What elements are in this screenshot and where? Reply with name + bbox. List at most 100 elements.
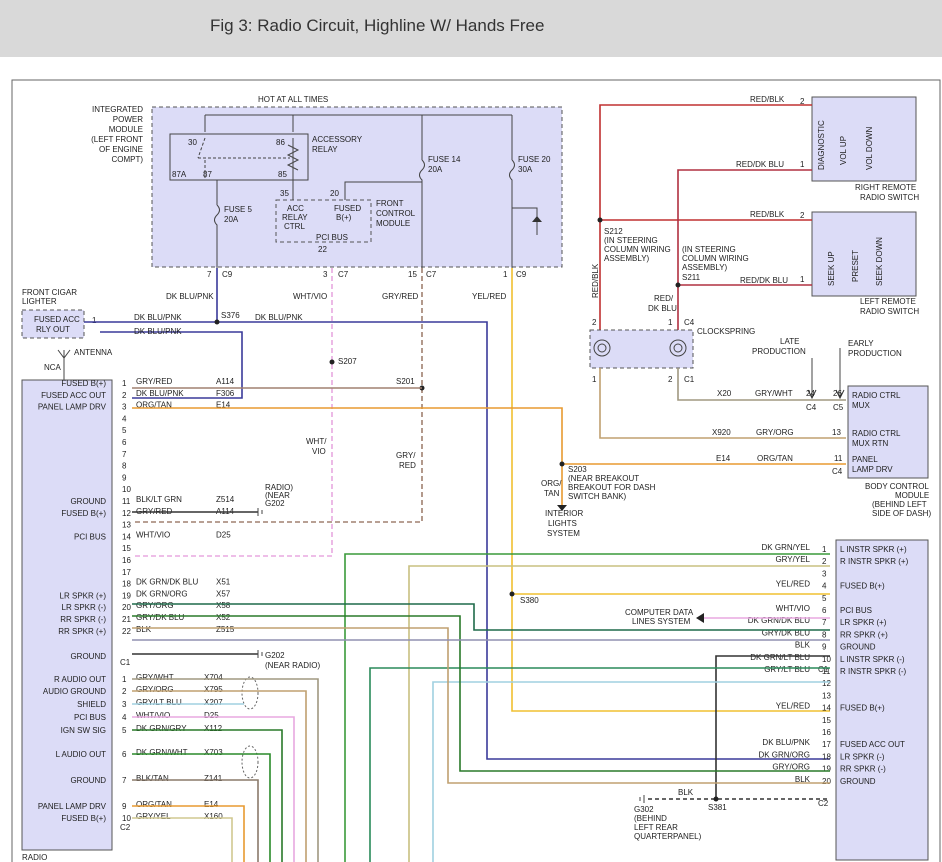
splice-s207: [329, 359, 335, 365]
amp-pin-14: 14: [822, 704, 831, 713]
front-cigar-lighter: [21, 309, 85, 339]
wire-dk-grn-gry-c2: [132, 729, 283, 862]
amp-name-7: LR SPKR (+): [840, 618, 887, 627]
amp-name-9: GROUND: [840, 643, 876, 652]
radio-c1-pin-21: 21: [122, 615, 131, 624]
svg-text:VOL UP: VOL UP: [839, 136, 848, 165]
wire-gry-org-c2: [132, 690, 307, 862]
wire-gry-wht-c2: [132, 678, 319, 862]
radio-c2-color-5: DK GRN/GRY: [136, 724, 187, 733]
cs-c4: C4: [684, 318, 695, 327]
pin-30: 30: [188, 138, 197, 147]
amp-color-11: GRY/LT BLU: [764, 665, 810, 674]
bcm-label-1: MODULE: [895, 491, 929, 500]
cs-pin-1-bot: 1: [592, 375, 597, 384]
cigar-label-1: FRONT CIGAR: [22, 288, 77, 297]
amp-color-18: DK GRN/ORG: [758, 750, 810, 759]
radio-c2-name-10: FUSED B(+): [61, 814, 106, 823]
pin-85: 85: [278, 170, 287, 179]
radio-c2-conn: C2: [120, 823, 131, 832]
bcm-early-2: PRODUCTION: [848, 349, 902, 358]
splice-s212: [597, 217, 603, 223]
radio-c2-name-2: AUDIO GROUND: [43, 687, 106, 696]
amp-name-1: L INSTR SPKR (+): [840, 545, 907, 554]
svg-text:INTEGRATED: INTEGRATED: [92, 105, 143, 114]
right-pin-2: 2: [800, 97, 805, 106]
title-bar: Fig 3: Radio Circuit, Highline W/ Hands …: [0, 0, 942, 57]
acc-relay-ctrl-2: RELAY: [282, 213, 308, 222]
clockspring: [589, 329, 694, 369]
radio-c1-pin-10: 10: [122, 485, 131, 494]
g302-1: (BEHIND: [634, 814, 667, 823]
s211-label-3: S211: [682, 273, 701, 282]
clockspring-coil-right: [669, 339, 687, 357]
label-s207: S207: [338, 357, 357, 366]
amp-color-6: WHT/VIO: [776, 604, 810, 613]
splice-s211: [675, 282, 681, 288]
radio-c1-name-11: GROUND: [70, 497, 106, 506]
radio-c1-pin-20: 20: [122, 603, 131, 612]
radio-c2-color-2: GRY/ORG: [136, 685, 174, 694]
radio-c2-color-6: DK GRN/WHT: [136, 748, 188, 757]
pin-86: 86: [276, 138, 285, 147]
amp-color-14: YEL/RED: [776, 702, 810, 711]
amplifier-module: [835, 539, 929, 861]
s203-label-2: BREAKOUT FOR DASH: [568, 483, 656, 492]
wire-blk-amp9: [715, 655, 830, 799]
wire-gry-wht-bcm: [677, 368, 846, 401]
wire-dk-grn-dk-blu: [132, 603, 830, 631]
label-s201: S201: [396, 377, 415, 386]
radio-c1-pin-6: 6: [122, 438, 127, 447]
near-radio-a-1: (NEAR: [265, 491, 290, 500]
s212-label-2: COLUMN WIRING: [604, 245, 671, 254]
label-gry-red-top: GRY/RED: [382, 292, 419, 301]
radio-c1-color-3: ORG/TAN: [136, 401, 172, 410]
radio-c1-name-3: PANEL LAMP DRV: [38, 403, 107, 412]
radio-c2-ckt-10: X160: [204, 812, 223, 821]
wire-gry-red: [132, 268, 423, 523]
bcm-c4b: C4: [832, 467, 843, 476]
radio-c1-color-19: DK GRN/ORG: [136, 589, 188, 598]
radio-c1-pin-18: 18: [122, 580, 131, 589]
right-pin-1: 1: [800, 160, 805, 169]
front-control-module: [275, 199, 372, 243]
radio-c2-pin-10: 10: [122, 814, 131, 823]
bcm-mux-rtn-2: MUX RTN: [852, 439, 889, 448]
s212-label-0: S212: [604, 227, 623, 236]
wire-gry-lt-blu: [432, 681, 830, 862]
near-radio-a-0: RADIO): [265, 483, 293, 492]
radio-c1-ckt-2: F306: [216, 389, 235, 398]
wire-yel-red-amp: [511, 268, 830, 712]
right-remote-radio-switch: [811, 96, 917, 182]
accessory-relay: [169, 133, 309, 181]
left-btn-seekdown: SEEK DOWN: [875, 237, 884, 286]
wire-dk-blu-pnk-main: [84, 321, 830, 760]
computer-data-2: LINES SYSTEM: [632, 617, 691, 626]
s212-label-3: ASSEMBLY): [604, 254, 650, 263]
radio-c2-name-4: PCI BUS: [74, 713, 106, 722]
right-btn-voldown: VOL DOWN: [865, 127, 874, 170]
radio-c2-pin-6: 6: [122, 750, 127, 759]
clockspring-label: CLOCKSPRING: [697, 327, 755, 336]
computer-data-1: COMPUTER DATA: [625, 608, 694, 617]
amp-color-1: DK GRN/YEL: [762, 543, 811, 552]
svg-text:OF ENGINE: OF ENGINE: [99, 145, 143, 154]
amp-c1: C1: [818, 665, 829, 674]
radio-c1-ckt-20: X58: [216, 601, 231, 610]
pin-87: 87: [203, 170, 212, 179]
amp-pin-7: 7: [822, 618, 827, 627]
ipm-pin-1: 1: [503, 270, 508, 279]
wire-red-blk-right: [599, 104, 812, 330]
ipm-conn-c9b: C9: [516, 270, 527, 279]
interior-3: SYSTEM: [547, 529, 580, 538]
radio-c1-pin-5: 5: [122, 426, 127, 435]
svg-text:RED/BLK: RED/BLK: [591, 263, 600, 298]
radio-c2-ckt-4: D25: [204, 711, 219, 720]
radio-c2-pin-3: 3: [122, 700, 127, 709]
radio-c2-ckt-6: X703: [204, 748, 223, 757]
radio-label: RADIO: [22, 853, 47, 862]
diagram-frame: [11, 79, 941, 862]
wire-org-tan-c2: [132, 805, 245, 862]
label-gry-red-v1: GRY/: [396, 451, 416, 460]
